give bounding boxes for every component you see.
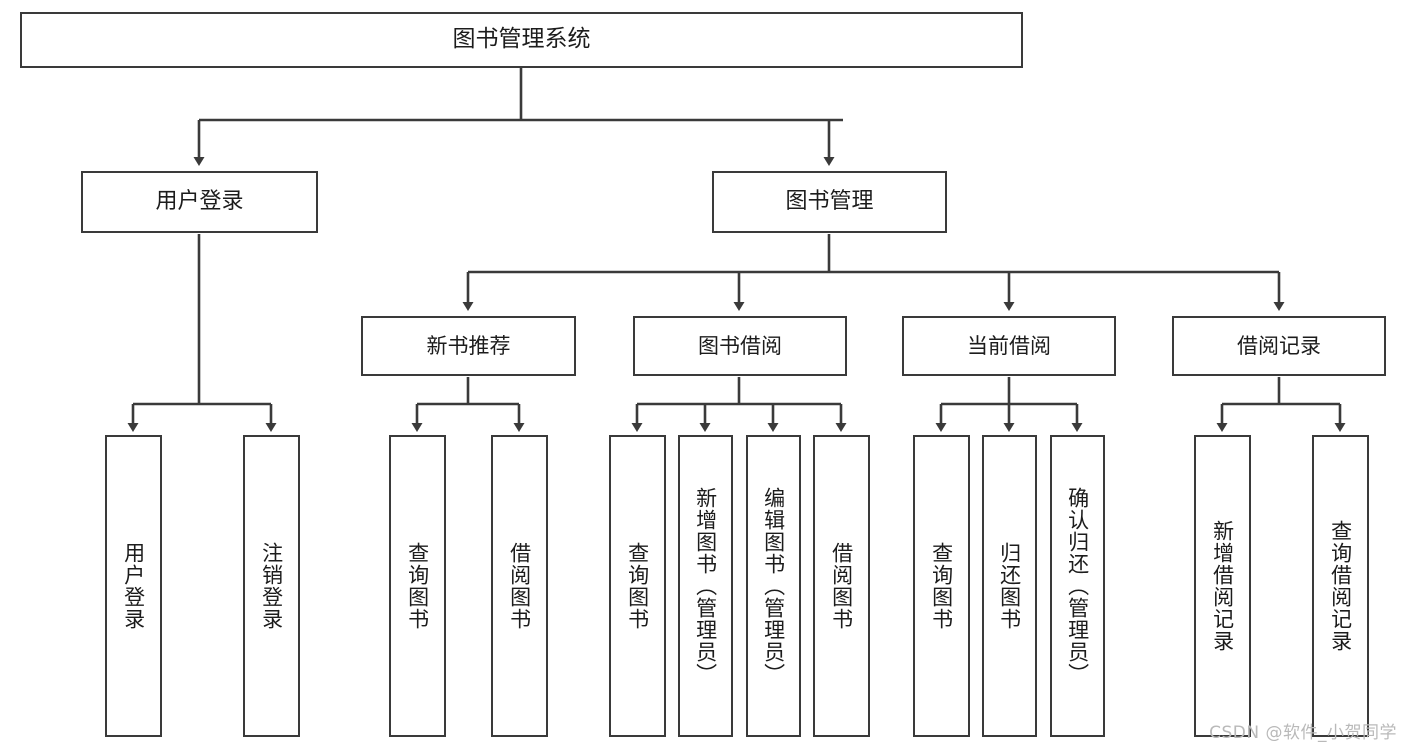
node-label: 借阅图书 — [829, 542, 854, 630]
node-borrowing-records[interactable]: 借阅记录 — [1172, 316, 1386, 376]
node-label: 新增借阅记录 — [1210, 520, 1235, 652]
leaf-add-book-admin[interactable]: 新增图书（管理员） — [678, 435, 733, 737]
leaf-borrow-book-recommend[interactable]: 借阅图书 — [491, 435, 548, 737]
leaf-query-book-borrowing[interactable]: 查询图书 — [609, 435, 666, 737]
csdn-watermark: CSDN @软件_小贺同学 — [1209, 723, 1397, 743]
node-label: 查询借阅记录 — [1328, 520, 1353, 652]
leaf-borrow-book-borrowing[interactable]: 借阅图书 — [813, 435, 870, 737]
node-label: 归还图书 — [997, 542, 1022, 630]
node-label: 图书管理系统 — [452, 26, 591, 53]
node-root-system[interactable]: 图书管理系统 — [20, 12, 1023, 68]
node-label: 图书借阅 — [698, 333, 782, 358]
node-label: 新书推荐 — [426, 333, 511, 358]
node-label: 查询图书 — [929, 542, 954, 630]
node-label: 用户登录 — [155, 189, 244, 215]
node-label: 借阅图书 — [507, 542, 532, 630]
leaf-return-book[interactable]: 归还图书 — [982, 435, 1037, 737]
node-label: 注销登录 — [259, 542, 284, 630]
node-label: 用户登录 — [121, 542, 146, 630]
node-label: 图书管理 — [785, 189, 874, 215]
node-label: 查询图书 — [405, 542, 430, 630]
node-user-login[interactable]: 用户登录 — [81, 171, 318, 233]
leaf-query-borrow-record[interactable]: 查询借阅记录 — [1312, 435, 1369, 737]
node-current-borrowings[interactable]: 当前借阅 — [902, 316, 1116, 376]
leaf-edit-book-admin[interactable]: 编辑图书（管理员） — [746, 435, 801, 737]
node-label: 编辑图书（管理员） — [761, 487, 786, 685]
leaf-confirm-return-admin[interactable]: 确认归还（管理员） — [1050, 435, 1105, 737]
node-label: 新增图书（管理员） — [693, 487, 718, 685]
node-label: 借阅记录 — [1237, 333, 1321, 358]
leaf-logout[interactable]: 注销登录 — [243, 435, 300, 737]
leaf-query-book-current[interactable]: 查询图书 — [913, 435, 970, 737]
leaf-user-login[interactable]: 用户登录 — [105, 435, 162, 737]
node-label: 确认归还（管理员） — [1065, 487, 1090, 685]
node-book-borrowing[interactable]: 图书借阅 — [633, 316, 847, 376]
node-new-book-recommendation[interactable]: 新书推荐 — [361, 316, 576, 376]
node-book-management[interactable]: 图书管理 — [712, 171, 947, 233]
node-label: 查询图书 — [625, 542, 650, 630]
node-label: 当前借阅 — [967, 333, 1051, 358]
leaf-query-book-recommend[interactable]: 查询图书 — [389, 435, 446, 737]
leaf-add-borrow-record[interactable]: 新增借阅记录 — [1194, 435, 1251, 737]
